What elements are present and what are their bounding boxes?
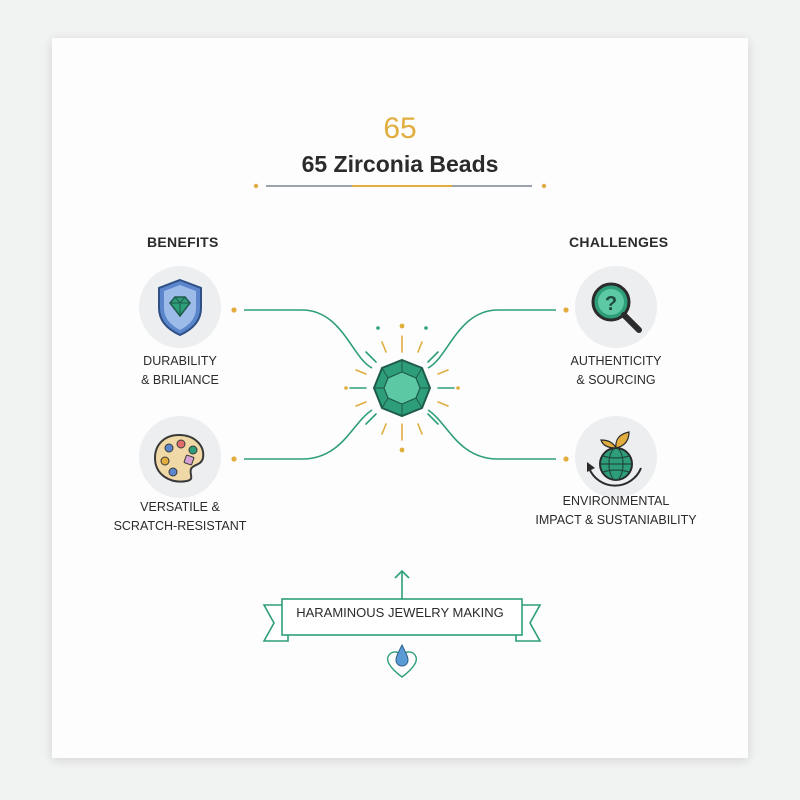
- benefit-2-label-line2: SCRATCH-RESISTANT: [113, 519, 247, 533]
- magnifier-question-icon: ?: [591, 282, 642, 333]
- challenge-1-label-line1: AUTHENTICITY: [570, 354, 662, 368]
- infographic-card: 65 65 Zirconia Beads BENEFITS CHALLENGES: [52, 38, 748, 758]
- connector-lines: [231, 307, 569, 462]
- gem-burst-icon: [344, 323, 460, 453]
- benefit-1-label-line2: & BRILIANCE: [141, 373, 219, 387]
- banner-text: HARAMINOUS JEWELRY MAKING: [296, 605, 504, 620]
- challenges-heading: CHALLENGES: [569, 234, 669, 250]
- authenticity-icon-circle: ?: [575, 266, 657, 348]
- benefit-1-label: DURABILITY & BRILIANCE: [124, 352, 236, 390]
- banner-ribbon: [262, 569, 542, 678]
- shield-gem-icon: [158, 278, 202, 337]
- benefit-1-label-line1: DURABILITY: [143, 354, 217, 368]
- globe-leaf-icon: [587, 431, 642, 487]
- challenge-1-label-line2: & SOURCING: [576, 373, 656, 387]
- durability-icon-circle: [139, 266, 221, 348]
- palette-icon: [153, 433, 205, 483]
- challenge-1-label: AUTHENTICITY & SOURCING: [550, 352, 682, 390]
- challenge-2-label-line1: ENVIRONMENTAL: [562, 494, 670, 508]
- challenge-2-label-line2: IMPACT & SUSTANIABILITY: [535, 513, 697, 527]
- challenge-2-label: ENVIRONMENTAL IMPACT & SUSTANIABILITY: [520, 492, 712, 530]
- benefits-heading: BENEFITS: [147, 234, 219, 250]
- versatile-icon-circle: [139, 416, 221, 498]
- benefit-2-label: VERSATILE & SCRATCH-RESISTANT: [104, 498, 256, 536]
- page-title: 65 Zirconia Beads: [301, 151, 499, 177]
- title-underline: [253, 183, 547, 189]
- environment-icon-circle: [575, 416, 657, 498]
- benefit-2-label-line1: VERSATILE &: [140, 500, 220, 514]
- header-number: 65: [383, 112, 417, 145]
- svg-text:?: ?: [605, 293, 617, 315]
